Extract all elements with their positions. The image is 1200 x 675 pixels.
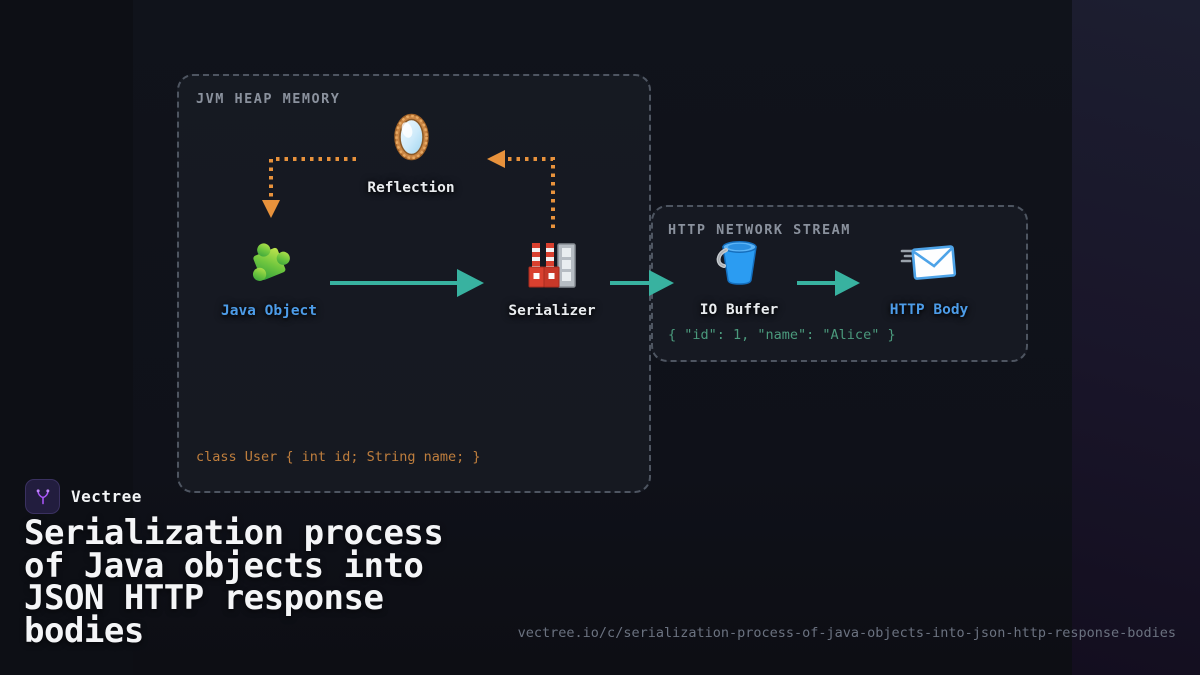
java-object-label: Java Object (220, 303, 318, 319)
background-center-band (133, 0, 1072, 675)
jvm-box-title: JVM HEAP MEMORY (196, 91, 341, 107)
io-buffer-label: IO Buffer (699, 302, 779, 318)
footer-url: vectree.io/c/serialization-process-of-ja… (517, 625, 1176, 641)
vectree-branch-icon (36, 488, 49, 504)
java-class-code: class User { int id; String name; } (196, 449, 481, 465)
page-title: Serialization process of Java objects in… (24, 513, 444, 651)
json-payload-text: { "id": 1, "name": "Alice" } (668, 327, 896, 343)
brand-row: Vectree (25, 479, 142, 514)
bucket-icon (715, 234, 764, 292)
background-right-gradient (1072, 0, 1200, 675)
serializer-label: Serializer (508, 303, 596, 319)
puzzle-piece-icon (243, 236, 296, 293)
mirror-icon (391, 112, 432, 167)
incoming-envelope-icon (899, 243, 959, 289)
brand-name: Vectree (71, 487, 142, 506)
vectree-logo (25, 479, 60, 514)
factory-icon (527, 241, 578, 292)
http-body-label: HTTP Body (889, 302, 969, 318)
reflection-label: Reflection (367, 180, 455, 196)
http-box-title: HTTP NETWORK STREAM (668, 222, 851, 238)
